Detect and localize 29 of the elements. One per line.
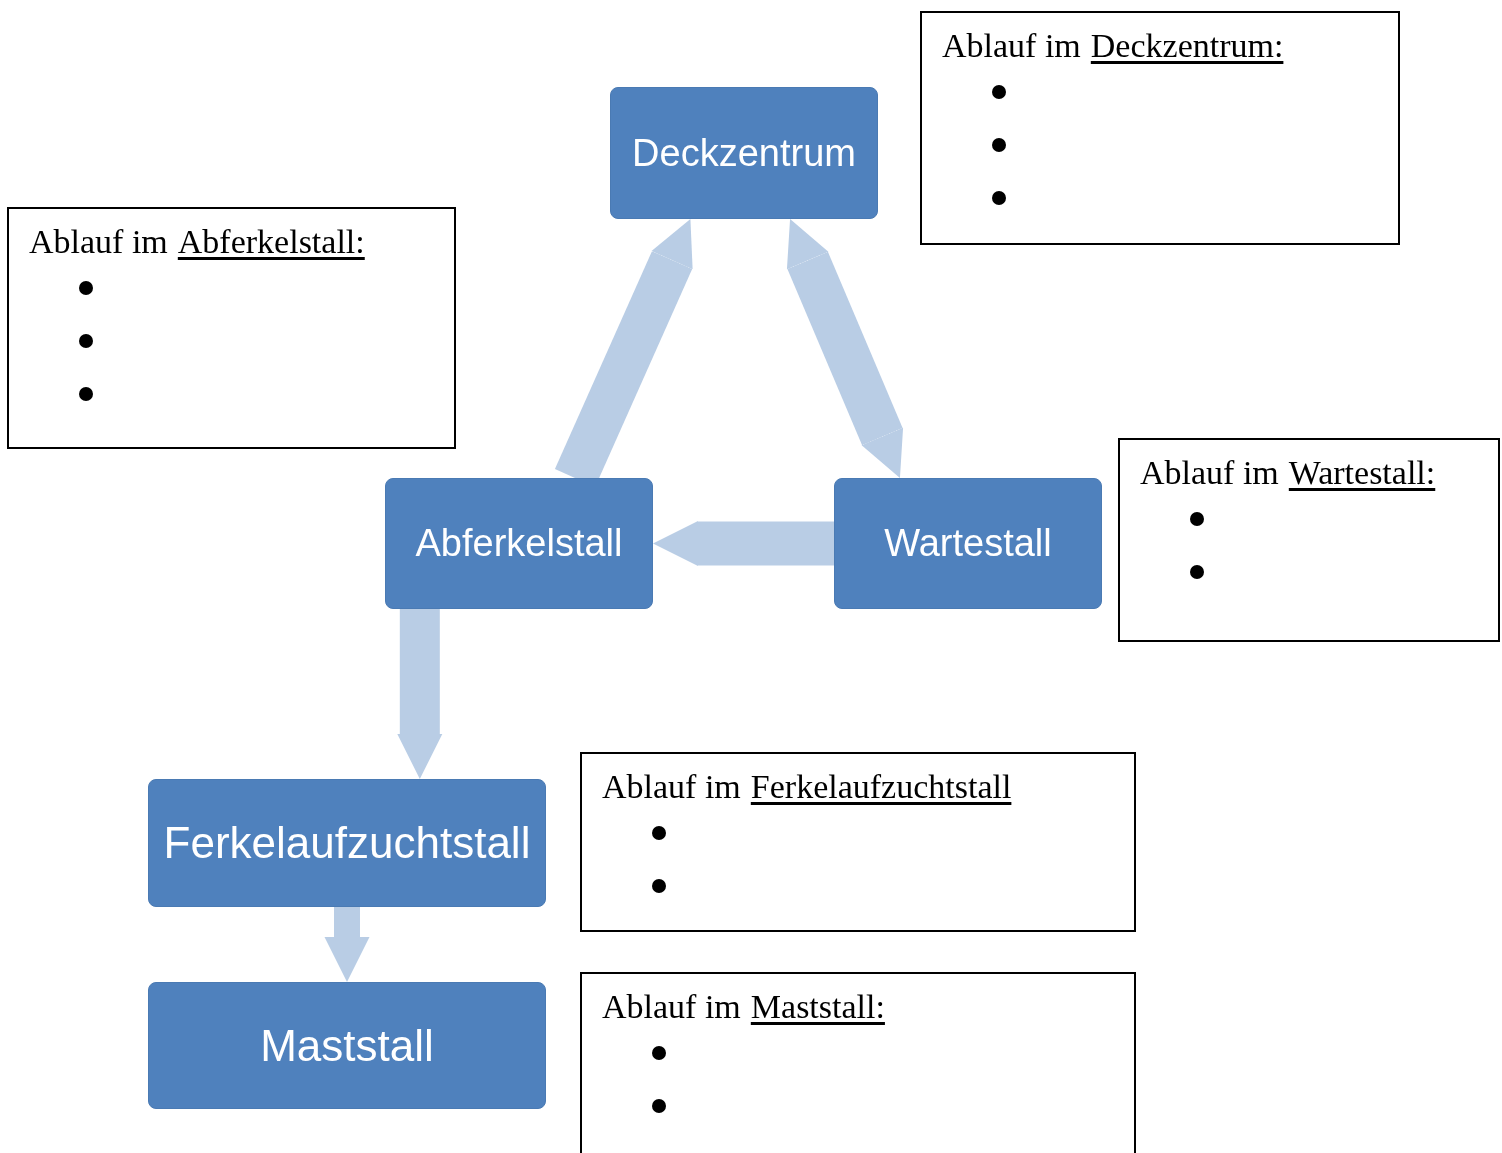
note-heading: Ablauf im	[602, 990, 741, 1024]
note-box	[7, 207, 456, 449]
note-heading: Ablauf im	[1140, 456, 1279, 490]
process-box	[610, 87, 878, 219]
note-box	[1118, 438, 1500, 642]
location-name: Maststall:	[750, 990, 885, 1024]
box-label: Wartestall	[884, 521, 1052, 566]
box-label: Deckzentrum	[632, 130, 856, 176]
box-label: Abferkelstall	[415, 521, 623, 566]
block-arrow	[324, 907, 370, 982]
box-label: Maststall	[260, 1019, 434, 1072]
location-name: Abferkelstall:	[177, 225, 365, 259]
note-heading: Ablauf im	[29, 225, 168, 259]
location-name: Wartestall:	[1288, 456, 1436, 490]
process-box	[148, 982, 546, 1109]
note-box	[920, 11, 1400, 245]
process-box	[834, 478, 1102, 609]
block-arrow	[397, 609, 443, 779]
process-box	[385, 478, 653, 609]
block-arrow	[653, 521, 834, 566]
location-name: Deckzentrum:	[1090, 29, 1284, 63]
block-arrow	[786, 219, 904, 478]
note-box	[580, 752, 1136, 932]
process-box	[148, 779, 546, 907]
location-name: Ferkelaufzuchtstall	[750, 770, 1012, 804]
note-heading: Ablauf im	[942, 29, 1081, 63]
note-heading: Ablauf im	[602, 770, 741, 804]
box-label: Ferkelaufzuchtstall	[163, 817, 531, 869]
note-box	[580, 972, 1136, 1153]
